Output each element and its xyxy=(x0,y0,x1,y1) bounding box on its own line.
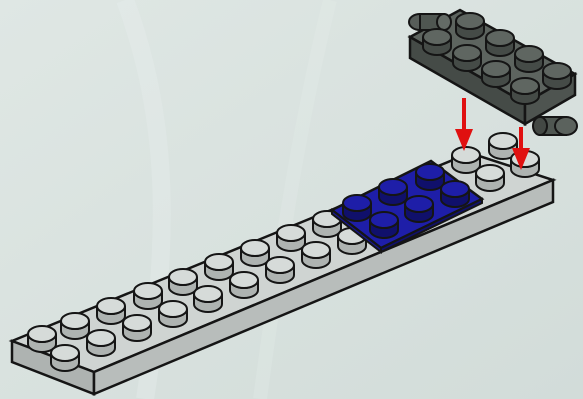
blue-plate xyxy=(329,159,485,255)
light-gray-stud xyxy=(276,224,306,252)
dark-gray-stud xyxy=(481,60,511,88)
blue-plate-front-face xyxy=(380,197,483,254)
blue-stud xyxy=(404,195,434,223)
dark-gray-stud xyxy=(422,28,452,56)
light-gray-stud xyxy=(488,132,518,160)
blue-studs xyxy=(342,163,470,239)
light-gray-stud xyxy=(158,300,188,328)
arrow-left xyxy=(455,98,473,151)
light-gray-stud xyxy=(265,256,295,284)
dark-gray-stud xyxy=(485,29,515,57)
blue-stud xyxy=(378,178,408,206)
light-gray-stud xyxy=(168,268,198,296)
pin-top xyxy=(408,13,452,31)
dark-gray-stud xyxy=(542,62,572,90)
background-streak xyxy=(253,0,337,399)
dark-gray-plate-with-pins xyxy=(407,8,578,136)
light-gray-stud xyxy=(240,239,270,267)
placement-arrows xyxy=(455,98,530,170)
dark-gray-stud xyxy=(514,45,544,73)
light-gray-stud xyxy=(451,146,481,174)
blue-stud xyxy=(415,163,445,191)
light-gray-stud xyxy=(301,241,331,269)
dark-gray-stud xyxy=(452,44,482,72)
light-gray-stud xyxy=(122,314,152,342)
blue-stud xyxy=(440,180,470,208)
light-gray-stud xyxy=(50,344,80,372)
light-gray-stud xyxy=(475,164,505,192)
light-gray-stud xyxy=(60,312,90,340)
plate-front-face xyxy=(92,178,555,396)
arrow-right xyxy=(512,127,530,170)
pin-bottom xyxy=(532,116,578,136)
dark-gray-stud xyxy=(455,12,485,40)
blue-stud xyxy=(369,211,399,239)
dark-gray-stud xyxy=(510,77,540,105)
light-gray-stud xyxy=(96,297,126,325)
blue-stud xyxy=(342,194,372,222)
light-gray-stud xyxy=(86,329,116,357)
light-gray-stud xyxy=(193,285,223,313)
light-gray-stud xyxy=(229,271,259,299)
light-gray-stud xyxy=(27,325,57,353)
light-gray-stud xyxy=(133,282,163,310)
light-gray-stud xyxy=(204,253,234,281)
dark-gray-studs xyxy=(422,12,572,105)
